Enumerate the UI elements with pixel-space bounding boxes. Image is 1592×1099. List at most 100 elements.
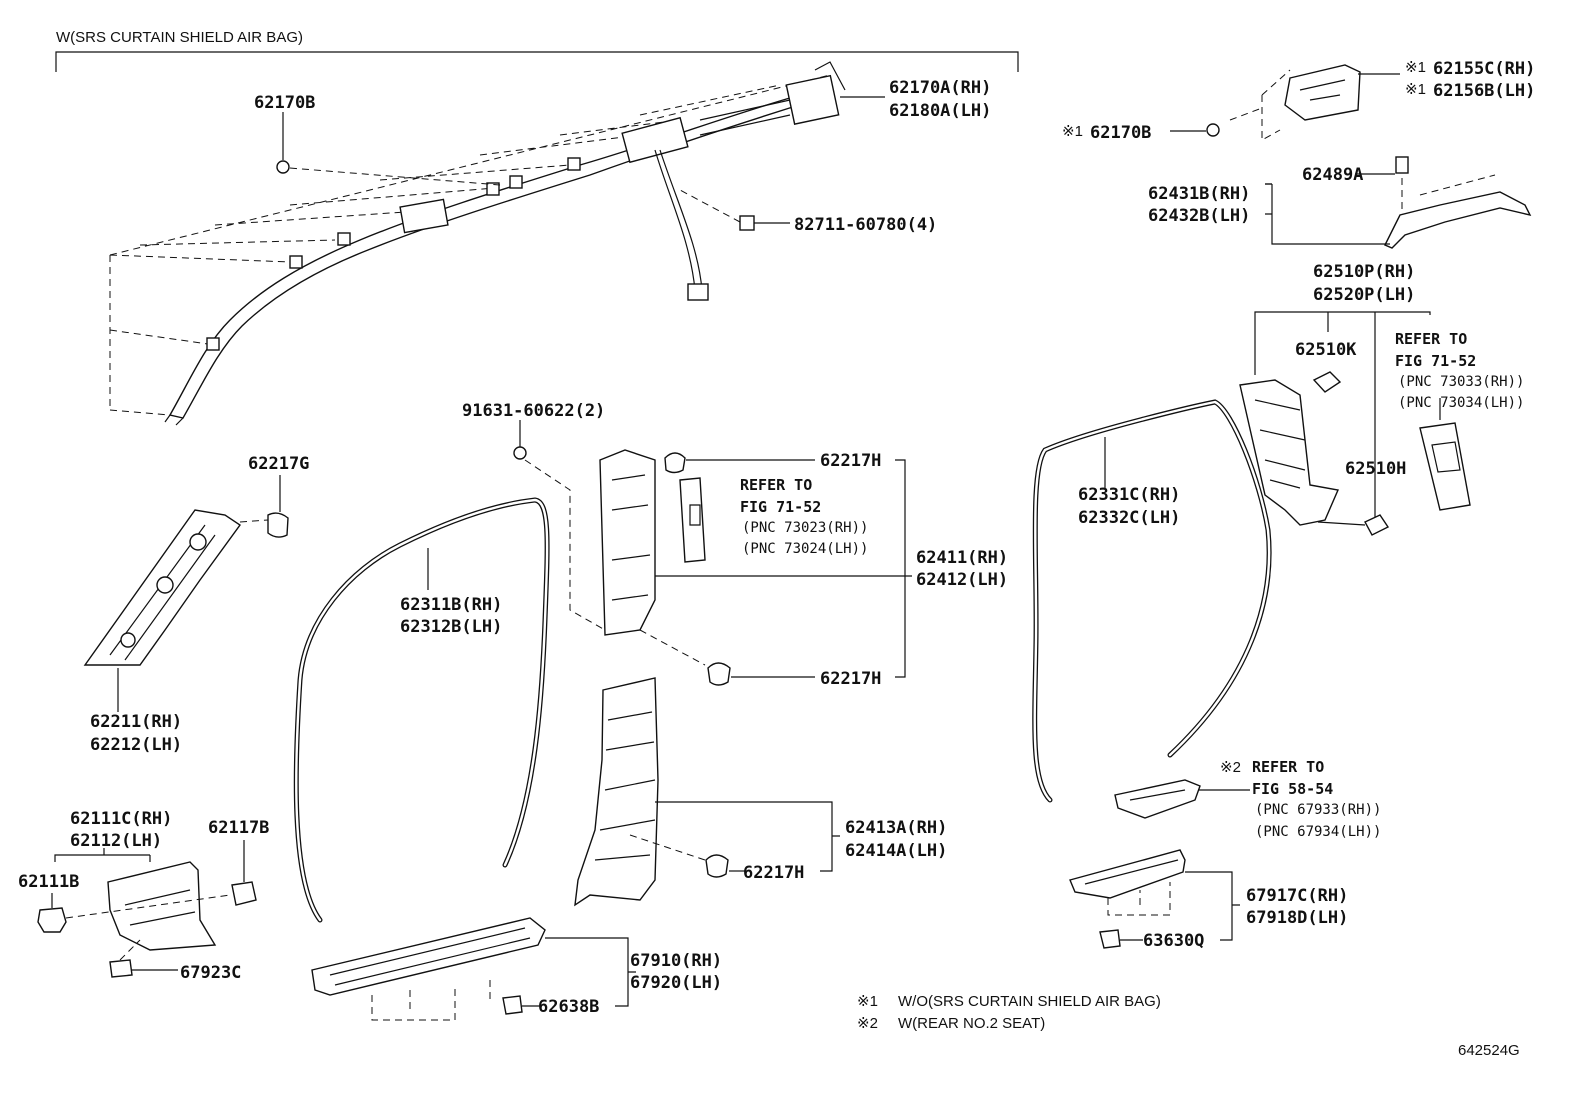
airbag-clip — [486, 182, 500, 196]
label-62217G: 62217G — [248, 454, 309, 474]
figure-id: 642524G — [1458, 1042, 1520, 1059]
ref-center-line2: FIG 71-52 — [740, 498, 821, 516]
quarter-pillar-trim — [1239, 311, 1471, 536]
clip-62510K — [1312, 371, 1342, 393]
footnote2-text: W(REAR NO.2 SEAT) — [898, 1015, 1045, 1032]
label-91631: 91631-60622(2) — [462, 401, 605, 421]
ref-right-line1: REFER TO — [1395, 330, 1467, 348]
front-scuff-plate — [311, 917, 636, 1021]
label-62489A: 62489A — [1302, 165, 1363, 185]
clip-63630Q — [1099, 929, 1121, 949]
handle-73033 — [1419, 422, 1471, 511]
center-pillar-upper — [513, 420, 912, 686]
clip-62510H — [1364, 514, 1390, 536]
clip-67923C — [109, 959, 133, 978]
ref-lower-pnc1: (PNC 67933(RH)) — [1255, 802, 1381, 818]
curtain-airbag-assembly — [109, 61, 885, 426]
ref-right-pnc2: (PNC 73034(LH)) — [1398, 395, 1524, 411]
label-62412-lh: 62412(LH) — [916, 570, 1008, 590]
label-82711: 82711-60780(4) — [794, 215, 937, 235]
label-62217H-a: 62217H — [820, 451, 881, 471]
clip-62217H-lower — [707, 662, 731, 686]
clip-62170B — [276, 160, 290, 174]
label-62170B-right: 62170B — [1090, 123, 1151, 143]
center-pillar-lower — [574, 677, 840, 907]
weatherstrip-62331C — [1032, 399, 1272, 803]
handle-73023 — [679, 477, 706, 563]
footnote2-mark: ※2 — [857, 1015, 878, 1032]
label-62510H: 62510H — [1345, 459, 1406, 479]
label-62111C-rh: 62111C(RH) — [70, 809, 172, 829]
ref-center-pnc2: (PNC 73024(LH)) — [742, 541, 868, 557]
label-62510P-rh: 62510P(RH) — [1313, 262, 1415, 282]
ref-center-line1: REFER TO — [740, 476, 812, 494]
header-bracket — [55, 51, 1019, 72]
label-62414A-lh: 62414A(LH) — [845, 841, 947, 861]
header-title: W(SRS CURTAIN SHIELD AIR BAG) — [56, 29, 303, 46]
ref-lower-line1: REFER TO — [1252, 758, 1324, 776]
label-62155C-rh: 62155C(RH) — [1433, 59, 1535, 79]
clip-62489A — [1395, 156, 1409, 174]
clip-62117B — [231, 881, 257, 906]
top-right-parts — [1170, 64, 1532, 249]
label-62217H-b: 62217H — [820, 669, 881, 689]
label-67920-lh: 67920(LH) — [630, 973, 722, 993]
rear-scuff-parts — [1069, 779, 1250, 949]
label-62112-lh: 62112(LH) — [70, 831, 162, 851]
label-62156B-lh: 62156B(LH) — [1433, 81, 1535, 101]
ref-center-pnc1: (PNC 73023(RH)) — [742, 520, 868, 536]
label-62432B-lh: 62432B(LH) — [1148, 206, 1250, 226]
marker-note2: ※2 — [1220, 759, 1241, 776]
clip-62217H-upper — [664, 452, 686, 474]
scuff-67933 — [1114, 779, 1201, 819]
label-62180A-lh: 62180A(LH) — [889, 101, 991, 121]
footnote1-text: W/O(SRS CURTAIN SHIELD AIR BAG) — [898, 993, 1161, 1010]
harness-connector — [687, 283, 709, 301]
clip-62170B-right — [1206, 123, 1220, 137]
front-pillar-garnish — [83, 475, 289, 712]
airbag-clip — [337, 232, 351, 246]
label-67923C: 67923C — [180, 963, 241, 983]
label-62638B: 62638B — [538, 997, 599, 1017]
label-62312B-lh: 62312B(LH) — [400, 617, 502, 637]
label-62332C-lh: 62332C(LH) — [1078, 508, 1180, 528]
label-62111B: 62111B — [18, 872, 79, 892]
label-62431B-rh: 62431B(RH) — [1148, 184, 1250, 204]
clip-62638B — [502, 995, 523, 1015]
label-67910-rh: 67910(RH) — [630, 951, 722, 971]
airbag-clip — [206, 337, 220, 351]
label-63630Q: 63630Q — [1143, 931, 1204, 951]
label-62212-lh: 62212(LH) — [90, 735, 182, 755]
marker-note1-c: ※1 — [1062, 123, 1083, 140]
marker-note1-b: ※1 — [1405, 81, 1426, 98]
clip-62111B — [37, 907, 67, 933]
screw-91631 — [513, 446, 527, 460]
ref-lower-line2: FIG 58-54 — [1252, 780, 1333, 798]
airbag-inflator — [621, 116, 689, 164]
clip-62217H-third — [705, 854, 729, 878]
airbag-inflator — [399, 198, 449, 234]
label-62413A-rh: 62413A(RH) — [845, 818, 947, 838]
label-62170B-top: 62170B — [254, 93, 315, 113]
label-62510K: 62510K — [1295, 340, 1357, 360]
label-62311B-rh: 62311B(RH) — [400, 595, 502, 615]
label-62217H-c: 62217H — [743, 863, 804, 883]
airbag-clip — [509, 175, 523, 189]
ref-right-line2: FIG 71-52 — [1395, 352, 1476, 370]
label-62211-rh: 62211(RH) — [90, 712, 182, 732]
ref-right-pnc1: (PNC 73033(RH)) — [1398, 374, 1524, 390]
cowl-side-trim — [37, 840, 257, 978]
label-62411-rh: 62411(RH) — [916, 548, 1008, 568]
footnote1-mark: ※1 — [857, 993, 878, 1010]
label-67917C-rh: 67917C(RH) — [1246, 886, 1348, 906]
connector-82711 — [739, 215, 755, 231]
airbag-clip — [289, 255, 303, 269]
label-62117B: 62117B — [208, 818, 269, 838]
label-62331C-rh: 62331C(RH) — [1078, 485, 1180, 505]
airbag-bracket — [785, 74, 840, 125]
marker-note1-a: ※1 — [1405, 59, 1426, 76]
clip-62217G — [267, 512, 289, 538]
label-67918D-lh: 67918D(LH) — [1246, 908, 1348, 928]
label-62520P-lh: 62520P(LH) — [1313, 285, 1415, 305]
